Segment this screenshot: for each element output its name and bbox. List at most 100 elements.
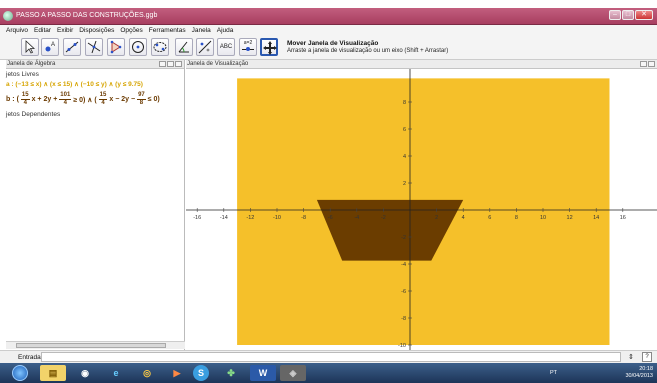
menu-arquivo[interactable]: Arquivo xyxy=(6,26,29,34)
word-icon[interactable]: W xyxy=(250,365,276,381)
taskbar: ▤ ◉ e ◎ ▶ S ✤ W ◈ PT 20:18 30/04/2013 xyxy=(0,363,657,383)
algebra-horizontal-scrollbar[interactable] xyxy=(6,341,185,349)
object-b-name: b : xyxy=(6,96,15,103)
circle-icon xyxy=(132,41,144,53)
panel-undock-icon[interactable] xyxy=(640,61,647,67)
skype-icon[interactable]: S xyxy=(193,365,209,381)
input-dropdown-icon[interactable]: ⇕ xyxy=(628,354,634,361)
algebra-view: Janela de Álgebra jetos Livres a : (−13 … xyxy=(6,60,185,350)
point-tool-button[interactable]: A xyxy=(41,38,59,56)
x-tick-label: -16 xyxy=(193,215,201,221)
panel-close-icon[interactable] xyxy=(648,61,655,67)
panel-close-icon[interactable] xyxy=(175,61,182,67)
dependent-objects-label[interactable]: jetos Dependentes xyxy=(6,111,61,118)
player-icon[interactable]: ▶ xyxy=(173,367,181,378)
svg-text:A: A xyxy=(51,42,55,48)
denominator: 8 xyxy=(139,100,144,106)
x-tick-label: 10 xyxy=(540,215,546,221)
text-abc-icon: ABC xyxy=(219,44,233,50)
title-bar: PASSO A PASSO DAS CONSTRUÇÕES.ggb – □ ✕ xyxy=(0,8,657,25)
start-button[interactable] xyxy=(12,365,28,381)
maximize-button[interactable]: □ xyxy=(622,10,634,20)
panel-undock-icon[interactable] xyxy=(167,61,174,67)
free-objects-label[interactable]: jetos Livres xyxy=(6,71,39,78)
text-tool-button[interactable]: ABC xyxy=(217,38,235,56)
media-icon[interactable]: ◉ xyxy=(81,367,89,378)
angle-icon xyxy=(178,41,189,53)
region-b xyxy=(316,199,464,261)
graphics-view-header: Janela de Visualização xyxy=(186,60,657,69)
close-button[interactable]: ✕ xyxy=(635,10,653,20)
input-field[interactable] xyxy=(41,352,621,362)
minimize-button[interactable]: – xyxy=(609,10,621,20)
menu-janela[interactable]: Janela xyxy=(191,26,211,34)
ie-icon[interactable]: e xyxy=(113,368,119,378)
polygon-tool-button[interactable] xyxy=(107,38,125,56)
formula-text: ≤ 0) xyxy=(147,96,160,103)
slider-icon: a=2 xyxy=(243,40,253,46)
denominator: 4 xyxy=(101,100,105,106)
x-tick-label: -8 xyxy=(301,215,306,221)
chrome-icon[interactable]: ◎ xyxy=(143,367,151,378)
graphics-view[interactable]: Janela de Visualização -16-14-12-10-8-6-… xyxy=(186,60,657,350)
slider-tool-button[interactable]: a=2 xyxy=(239,38,257,56)
active-tool-name: Mover Janela de Visualização xyxy=(287,40,379,47)
menu-editar[interactable]: Editar xyxy=(34,26,52,34)
move-graphics-view-tool-button[interactable] xyxy=(260,38,278,56)
language-indicator[interactable]: PT xyxy=(550,370,558,376)
x-tick-label: 2 xyxy=(435,215,438,221)
move-graphics-view-icon xyxy=(263,41,277,55)
polygon-icon xyxy=(110,40,122,54)
reflect-tool-button[interactable] xyxy=(196,38,214,56)
angle-tool-button[interactable] xyxy=(175,38,193,56)
point-icon: A xyxy=(45,42,55,52)
menu-opcoes[interactable]: Opções xyxy=(120,26,143,34)
formula-text: x + 2y + xyxy=(31,96,58,103)
numerator: 15 xyxy=(98,92,108,100)
move-arrow-icon xyxy=(25,40,36,54)
menu-ferramentas[interactable]: Ferramentas xyxy=(148,26,186,34)
menu-ajuda[interactable]: Ajuda xyxy=(216,26,234,34)
clock[interactable]: 20:18 30/04/2013 xyxy=(625,366,653,380)
x-tick-label: 16 xyxy=(620,215,626,221)
numerator: 101 xyxy=(59,92,72,100)
line-tool-button[interactable] xyxy=(63,38,81,56)
object-a-row[interactable]: a : (−13 ≤ x) ∧ (x ≤ 15) ∧ (−10 ≤ y) ∧ (… xyxy=(6,81,143,88)
folder-icon[interactable]: ▤ xyxy=(40,365,66,381)
x-tick-label: 4 xyxy=(462,215,465,221)
window-title: PASSO A PASSO DAS CONSTRUÇÕES.ggb xyxy=(16,12,158,19)
graphics-view-title: Janela de Visualização xyxy=(187,61,249,67)
move-tool-button[interactable] xyxy=(21,38,39,56)
input-help-button[interactable]: ? xyxy=(642,352,652,362)
x-tick-label: -12 xyxy=(246,215,254,221)
toolbar: A ABC a=2 xyxy=(0,35,657,92)
denominator: 4 xyxy=(63,100,67,106)
clock-date: 30/04/2013 xyxy=(625,373,653,379)
app-icon[interactable]: ◈ xyxy=(280,365,306,381)
perpendicular-tool-button[interactable] xyxy=(85,38,103,56)
x-tick-label: -10 xyxy=(273,215,281,221)
formula-text: x − 2y − xyxy=(109,96,136,103)
y-tick-label: 8 xyxy=(403,100,406,106)
menu-disposicoes[interactable]: Disposições xyxy=(79,26,115,34)
menu-exibir[interactable]: Exibir xyxy=(57,26,74,34)
y-tick-label: -6 xyxy=(401,289,406,295)
scrollbar-thumb[interactable] xyxy=(16,343,166,348)
tool-description: Mover Janela de Visualização Arraste a j… xyxy=(287,40,448,54)
y-tick-label: 2 xyxy=(403,181,406,187)
y-tick-label: 4 xyxy=(403,154,406,160)
y-tick-label: -2 xyxy=(401,235,406,241)
x-tick-label: 12 xyxy=(567,215,573,221)
geogebra-icon[interactable]: ✤ xyxy=(227,367,235,378)
perpendicular-icon xyxy=(87,40,101,54)
panel-menu-icon[interactable] xyxy=(159,61,166,67)
conic-tool-button[interactable] xyxy=(151,38,169,56)
circle-tool-button[interactable] xyxy=(129,38,147,56)
x-tick-label: 6 xyxy=(488,215,491,221)
